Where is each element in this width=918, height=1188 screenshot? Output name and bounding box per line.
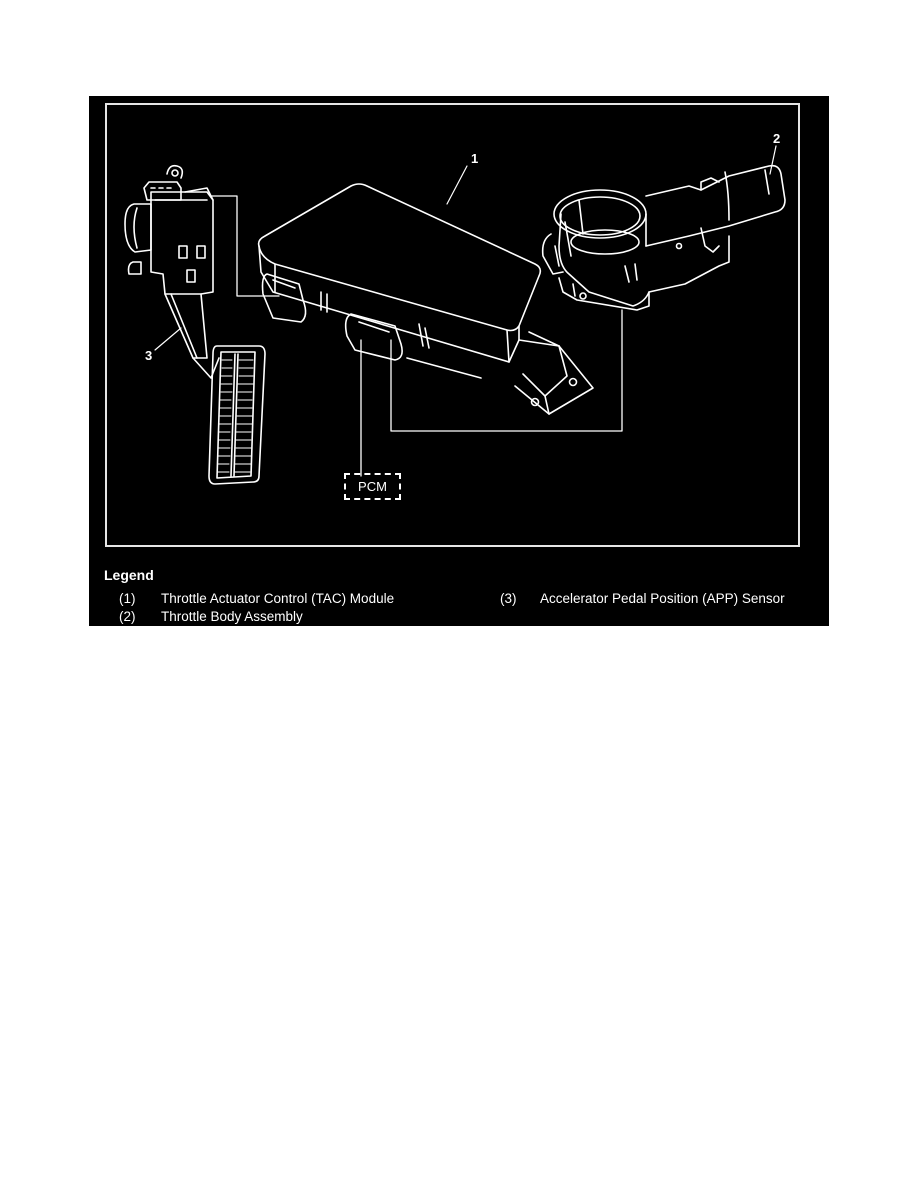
legend-item: (1) Throttle Actuator Control (TAC) Modul… — [119, 591, 394, 606]
legend-item-number: (2) — [119, 609, 136, 624]
diagram-panel: 1 2 3 PCM Legend (1) Throttle Actuator Co… — [89, 96, 829, 626]
legend-item-number: (3) — [500, 591, 517, 606]
legend-item-number: (1) — [119, 591, 136, 606]
throttle-body-drawing — [541, 164, 786, 311]
pcm-box: PCM — [344, 473, 401, 500]
pedal-tread-lines — [217, 359, 254, 473]
tac-module-drawing — [257, 183, 594, 415]
diagram-frame — [105, 103, 800, 547]
callout-1: 1 — [471, 151, 479, 166]
legend-item: (2) Throttle Body Assembly — [119, 609, 303, 624]
callout-leaders — [154, 145, 777, 351]
legend-item: (3) Accelerator Pedal Position (APP) Sens… — [500, 591, 785, 606]
accelerator-pedal-sensor-drawing — [124, 164, 266, 485]
legend-item-text: Throttle Actuator Control (TAC) Module — [161, 591, 395, 606]
callout-2: 2 — [773, 131, 781, 146]
legend-item-text: Accelerator Pedal Position (APP) Sensor — [540, 591, 785, 606]
callout-3: 3 — [145, 348, 153, 363]
legend-item-text: Throttle Body Assembly — [161, 609, 303, 624]
legend-title: Legend — [104, 567, 154, 583]
wiring-lines — [210, 195, 623, 477]
component-illustration — [124, 145, 786, 485]
